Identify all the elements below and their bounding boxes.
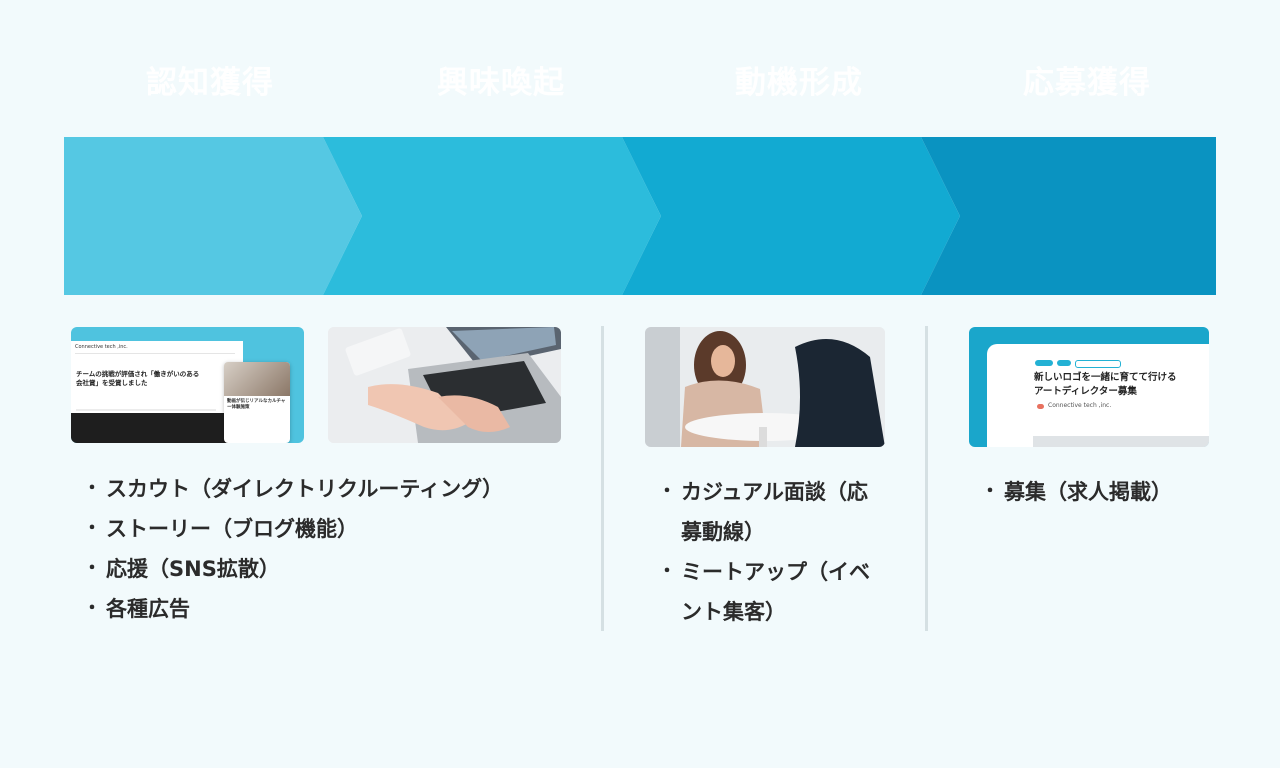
- tag-2: [1057, 360, 1071, 366]
- job-post-tags: [1035, 360, 1121, 368]
- column-divider-2: [925, 326, 928, 631]
- stage-label-interest: 興味喚起: [437, 64, 565, 101]
- preview-dark-band: [71, 413, 243, 443]
- company-logo-icon: [1037, 404, 1044, 409]
- meeting-photo: [645, 327, 885, 447]
- job-post-page: 新しいロゴを一緒に育てて行けるアートディレクター募集 Connective te…: [987, 344, 1209, 447]
- application-list: ・募集（求人掲載）: [978, 472, 1172, 512]
- preview-headline: チームの挑戦が評価され「働きがいのある会社賞」を受賞しました: [76, 370, 200, 387]
- list-item: ・ストーリー（ブログ機能）: [83, 517, 358, 541]
- list-item-text: スカウト（ダイレクトリクルーティング）: [106, 477, 504, 501]
- tag-1: [1035, 360, 1053, 366]
- laptop-photo-thumbnail: [328, 327, 561, 443]
- preview-author-line: [76, 409, 216, 411]
- list-item: ・募集（求人掲載）: [981, 480, 1172, 504]
- preview-card: 動画が伝じリアルなカルチャー体験施策: [224, 362, 290, 443]
- list-item: ・カジュアル面談（応募動線）: [658, 480, 868, 544]
- list-item: ・スカウト（ダイレクトリクルーティング）: [83, 477, 504, 501]
- preview-nav: [75, 353, 235, 357]
- preview-card-photo: [224, 362, 290, 396]
- job-post-company: Connective tech ,inc.: [1048, 402, 1112, 409]
- awareness-interest-list: ・スカウト（ダイレクトリクルーティング） ・ストーリー（ブログ機能） ・応援（S…: [80, 469, 503, 629]
- list-item-text: 募集（求人掲載）: [1004, 480, 1172, 504]
- preview-company: Connective tech ,inc.: [75, 344, 128, 350]
- tag-3: [1075, 360, 1121, 368]
- stage-1-shape: [64, 137, 362, 295]
- list-item-text: 各種広告: [106, 597, 190, 621]
- preview-card-title: 動画が伝じリアルなカルチャー体験施策: [227, 399, 286, 410]
- preview-page: Connective tech ,inc. チームの挑戦が評価され「働きがいのあ…: [71, 341, 243, 421]
- job-post-image-strip: [1033, 436, 1209, 447]
- stage-label-awareness: 認知獲得: [146, 64, 274, 101]
- job-post-headline: 新しいロゴを一緒に育てて行けるアートディレクター募集: [1034, 372, 1177, 397]
- site-preview-thumbnail: Connective tech ,inc. チームの挑戦が評価され「働きがいのあ…: [71, 327, 304, 443]
- stage-label-application: 応募獲得: [1023, 64, 1151, 101]
- list-item: ・ミートアップ（イベント集客）: [658, 560, 870, 624]
- stage-3-shape: [622, 137, 960, 295]
- list-item-text: ストーリー（ブログ機能）: [106, 517, 358, 541]
- job-post-thumbnail: 新しいロゴを一緒に育てて行けるアートディレクター募集 Connective te…: [969, 327, 1209, 447]
- column-divider-1: [601, 326, 604, 631]
- stage-2-shape: [323, 137, 661, 295]
- laptop-photo: [328, 327, 561, 443]
- list-item: ・応援（SNS拡散）: [83, 557, 280, 581]
- stage-label-motivation: 動機形成: [735, 64, 863, 101]
- meeting-photo-thumbnail: [645, 327, 885, 447]
- list-item-text: 応援（SNS拡散）: [106, 557, 280, 581]
- flow-banner: [64, 137, 1216, 295]
- stage-4-shape: [921, 137, 1216, 295]
- motivation-list: ・カジュアル面談（応募動線） ・ミートアップ（イベント集客）: [655, 472, 885, 632]
- list-item-text: ミートアップ（イベント集客）: [681, 560, 870, 624]
- list-item-text: カジュアル面談（応募動線）: [681, 480, 868, 544]
- list-item: ・各種広告: [83, 597, 190, 621]
